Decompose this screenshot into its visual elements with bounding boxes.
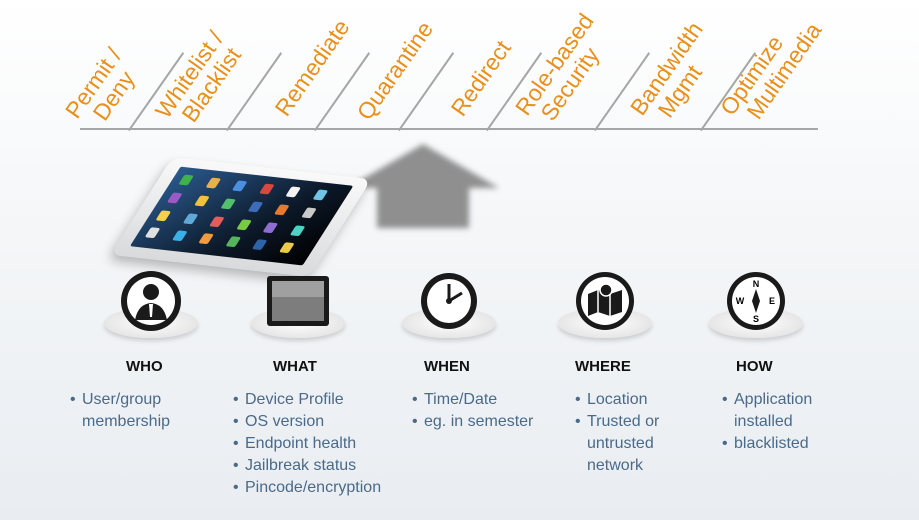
compass-icon: N S E W [727,272,785,330]
up-arrow-icon [347,144,499,228]
action-label-remediate: Remediate [269,14,355,121]
action-label-redirect: Redirect [445,35,516,121]
when-icon-block [394,268,504,348]
list-item: eg. in semester [412,411,572,433]
list-item: Device Profile [233,389,423,411]
where-icon-block [550,268,660,348]
user-icon [121,271,181,331]
compass-south: S [753,314,759,324]
header-baseline [80,128,818,130]
column-what: WHAT Device Profile OS version Endpoint … [233,358,423,499]
how-icon-block: N S E W [701,268,811,348]
column-title: WHAT [273,358,317,375]
clock-icon [421,273,477,329]
list-item: User/group [70,389,220,411]
column-title: WHEN [424,358,470,375]
list-item: Endpoint health [233,433,423,455]
compass-west: W [736,296,745,306]
column-title: WHO [126,358,163,375]
list-item: untrusted [587,435,654,452]
list-item: OS version [233,411,423,433]
list-item: Jailbreak status [233,455,423,477]
column-where: WHERE Location Trusted or untrusted netw… [575,358,705,477]
action-label-quarantine: Quarantine [351,16,439,125]
list-item: Application [722,389,872,411]
list-item: Location [575,389,705,411]
what-icon-block [243,268,353,348]
column-when: WHEN Time/Date eg. in semester [412,358,572,433]
tablet-icon [267,276,329,326]
tablet-image [110,157,372,277]
compass-north: N [753,279,760,289]
column-who: WHO User/group membership [70,358,220,433]
list-item: Pincode/encryption [233,477,423,499]
list-item: Trusted or [575,411,705,433]
list-item: membership [82,413,171,430]
list-item: blacklisted [722,433,872,455]
compass-east: E [769,296,775,306]
list-item: installed [734,413,793,430]
column-title: WHERE [575,358,631,375]
map-icon [576,272,634,330]
column-how: HOW Application installed blacklisted [722,358,872,455]
list-item: Time/Date [412,389,572,411]
who-icon-block [96,268,206,348]
column-title: HOW [736,358,773,375]
action-header: Permit /Deny Whitelist /Blacklist Remedi… [0,0,919,140]
list-item: network [587,457,644,474]
